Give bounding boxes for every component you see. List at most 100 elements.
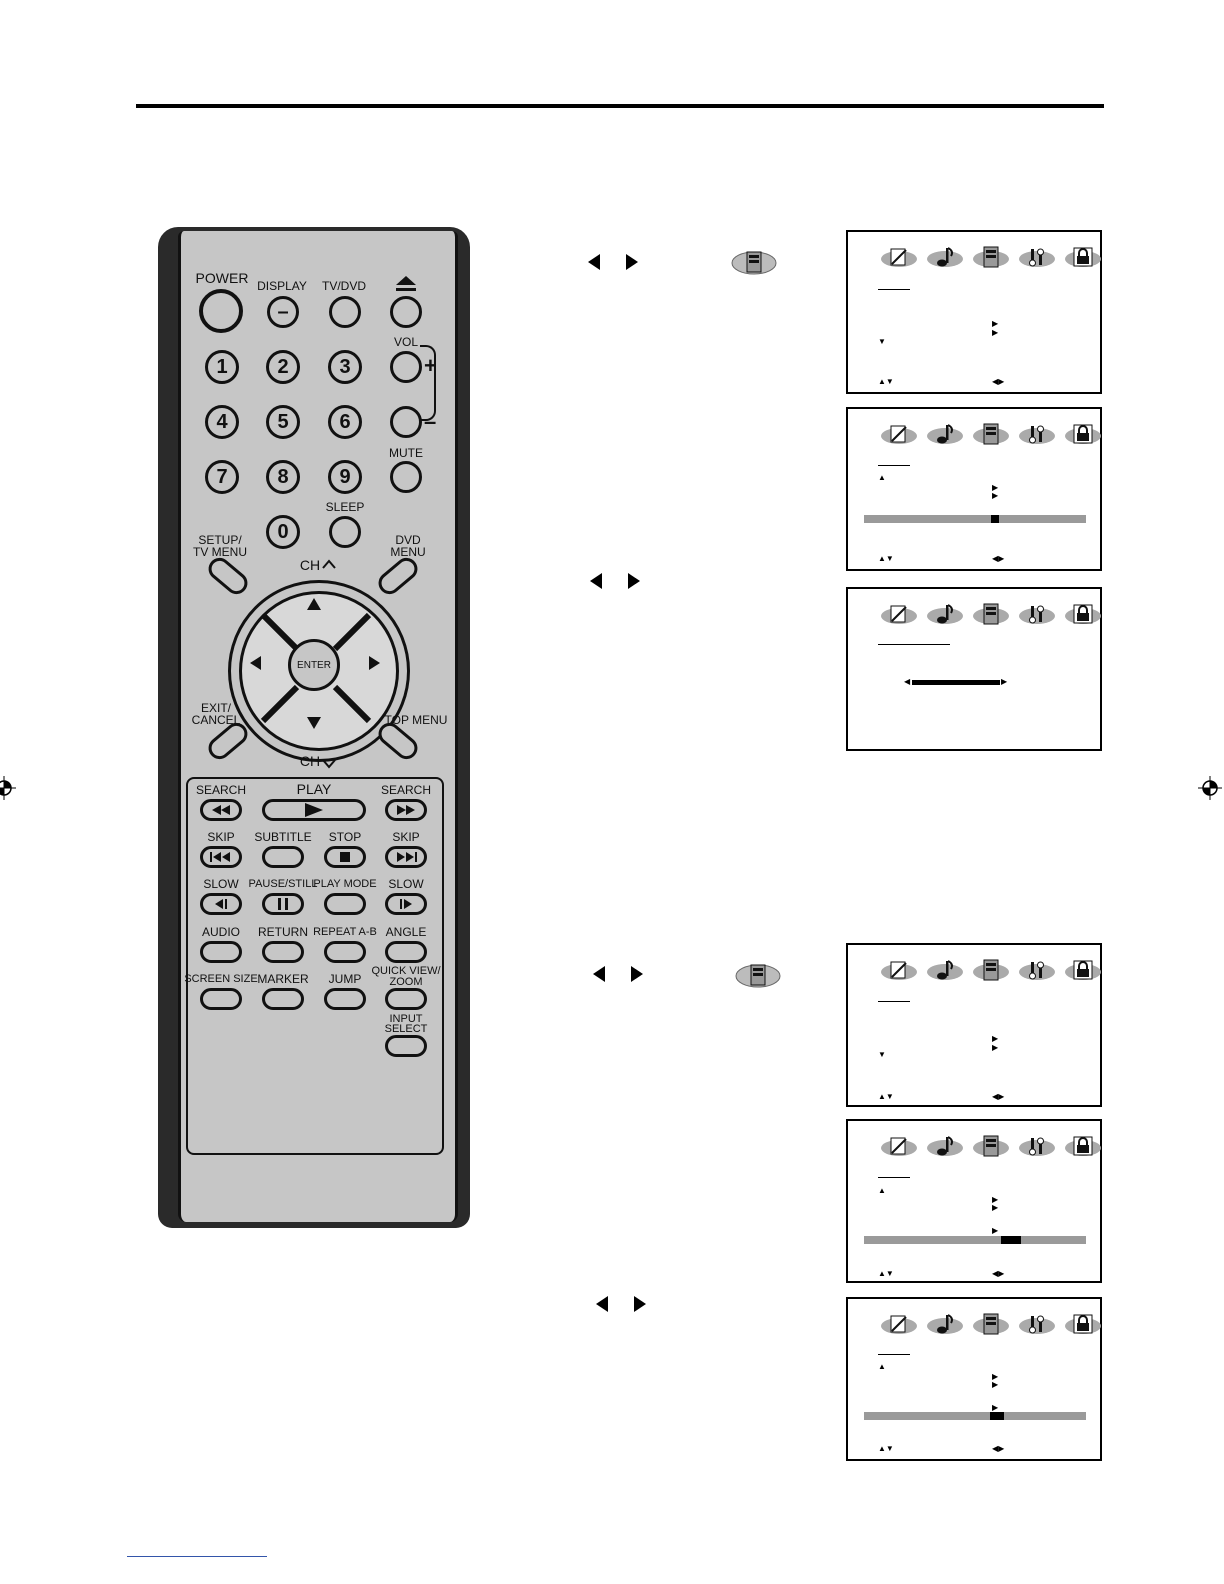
osd-heading-underline	[878, 1177, 910, 1178]
left-arrow-icon	[588, 254, 600, 270]
slow-back-button[interactable]	[200, 893, 242, 915]
number-button-1[interactable]: 1	[205, 350, 239, 384]
number-button-4[interactable]: 4	[205, 405, 239, 439]
right-pointer-icon: ▶	[992, 1372, 999, 1381]
sleep-button[interactable]	[329, 516, 361, 548]
music-note-icon[interactable]	[926, 959, 964, 981]
number-button-8[interactable]: 8	[266, 460, 300, 494]
pause-still-button[interactable]	[262, 893, 304, 915]
slow-right-label: SLOW	[388, 877, 424, 891]
left-arrow-button[interactable]	[250, 656, 261, 675]
picture-icon[interactable]	[880, 959, 918, 981]
osd-slider	[912, 680, 1000, 685]
osd-tab-row	[880, 959, 1102, 981]
return-button[interactable]	[262, 941, 304, 963]
left-arrow-icon	[596, 1296, 608, 1312]
repeat-ab-button[interactable]	[324, 941, 366, 963]
eject-button[interactable]	[390, 296, 422, 328]
subtitle-button[interactable]	[262, 846, 304, 868]
osd-heading-underline	[878, 1354, 910, 1355]
up-arrow-button[interactable]	[307, 597, 321, 615]
tools-icon[interactable]	[1018, 1135, 1056, 1157]
marker-label: MARKER	[257, 972, 309, 986]
left-arrow-icon	[593, 966, 605, 982]
input-select-button[interactable]	[385, 1035, 427, 1057]
picture-icon[interactable]	[880, 603, 918, 625]
osd-screen-1: ▶ ▶ ▼ ▲▼ ◀▶	[846, 230, 1102, 394]
return-label: RETURN	[258, 925, 308, 939]
number-button-0[interactable]: 0	[266, 515, 300, 549]
down-arrow-button[interactable]	[307, 716, 321, 734]
play-button[interactable]	[262, 799, 366, 821]
marker-button[interactable]	[262, 988, 304, 1010]
right-pointer-icon: ▶	[992, 319, 999, 328]
screen-size-label: SCREEN SIZE	[184, 973, 258, 985]
music-note-icon[interactable]	[926, 246, 964, 268]
lock-icon[interactable]	[1064, 603, 1102, 625]
tools-icon[interactable]	[1018, 1313, 1056, 1335]
search-forward-button[interactable]	[385, 799, 427, 821]
music-note-icon[interactable]	[926, 603, 964, 625]
tv-setup-icon[interactable]	[972, 423, 1010, 445]
display-button[interactable]: –	[267, 296, 299, 328]
skip-forward-button[interactable]	[385, 846, 427, 868]
setup-label: SETUP/	[198, 533, 242, 547]
tv-setup-icon[interactable]	[972, 959, 1010, 981]
right-arrow-button[interactable]	[369, 656, 380, 675]
tools-icon[interactable]	[1018, 246, 1056, 268]
tv-setup-icon[interactable]	[972, 1135, 1010, 1157]
osd-screen-4: ▶ ▶ ▼ ▲▼ ◀▶	[846, 943, 1102, 1107]
audio-button[interactable]	[200, 941, 242, 963]
number-button-2[interactable]: 2	[266, 350, 300, 384]
search-back-button[interactable]	[200, 799, 242, 821]
lock-icon[interactable]	[1064, 1313, 1102, 1335]
left-right-hint-icon: ◀▶	[992, 1269, 1005, 1278]
right-arrow-icon	[628, 573, 640, 589]
skip-back-button[interactable]	[200, 846, 242, 868]
lock-icon[interactable]	[1064, 959, 1102, 981]
mute-button[interactable]	[390, 461, 422, 493]
slow-forward-button[interactable]	[385, 893, 427, 915]
picture-icon[interactable]	[880, 423, 918, 445]
up-pointer-icon: ▲	[878, 1362, 886, 1371]
tools-icon[interactable]	[1018, 603, 1056, 625]
dvd-label: DVD	[395, 533, 421, 547]
setup-menu-chip-icon	[735, 962, 781, 988]
tv-dvd-button[interactable]	[329, 296, 361, 328]
tools-icon[interactable]	[1018, 959, 1056, 981]
angle-button[interactable]	[385, 941, 427, 963]
number-button-7[interactable]: 7	[205, 460, 239, 494]
lock-icon[interactable]	[1064, 423, 1102, 445]
repeat-ab-label: REPEAT A-B	[313, 926, 377, 938]
tv-setup-icon[interactable]	[972, 1313, 1010, 1335]
picture-icon[interactable]	[880, 1313, 918, 1335]
vol-minus-sign: –	[424, 409, 437, 434]
jump-button[interactable]	[324, 988, 366, 1010]
play-mode-button[interactable]	[324, 893, 366, 915]
music-note-icon[interactable]	[926, 423, 964, 445]
vol-bracket	[420, 345, 436, 421]
tv-menu-label: TV MENU	[193, 545, 247, 559]
quick-view-zoom-button[interactable]	[385, 988, 427, 1010]
enter-button[interactable]: ENTER	[288, 639, 340, 691]
vol-down-button[interactable]	[390, 406, 422, 438]
number-button-6[interactable]: 6	[328, 405, 362, 439]
music-note-icon[interactable]	[926, 1313, 964, 1335]
picture-icon[interactable]	[880, 1135, 918, 1157]
osd-tab-row	[880, 1135, 1102, 1157]
tools-icon[interactable]	[1018, 423, 1056, 445]
lock-icon[interactable]	[1064, 1135, 1102, 1157]
lock-icon[interactable]	[1064, 246, 1102, 268]
tv-setup-icon[interactable]	[972, 603, 1010, 625]
vol-up-button[interactable]	[390, 351, 422, 383]
number-button-3[interactable]: 3	[328, 350, 362, 384]
number-button-9[interactable]: 9	[328, 460, 362, 494]
screen-size-button[interactable]	[200, 988, 242, 1010]
stop-button[interactable]	[324, 846, 366, 868]
number-button-5[interactable]: 5	[266, 405, 300, 439]
music-note-icon[interactable]	[926, 1135, 964, 1157]
picture-icon[interactable]	[880, 246, 918, 268]
tv-setup-icon[interactable]	[972, 246, 1010, 268]
power-button[interactable]	[199, 289, 243, 333]
osd-screen-3: ◀ ▶	[846, 587, 1102, 751]
